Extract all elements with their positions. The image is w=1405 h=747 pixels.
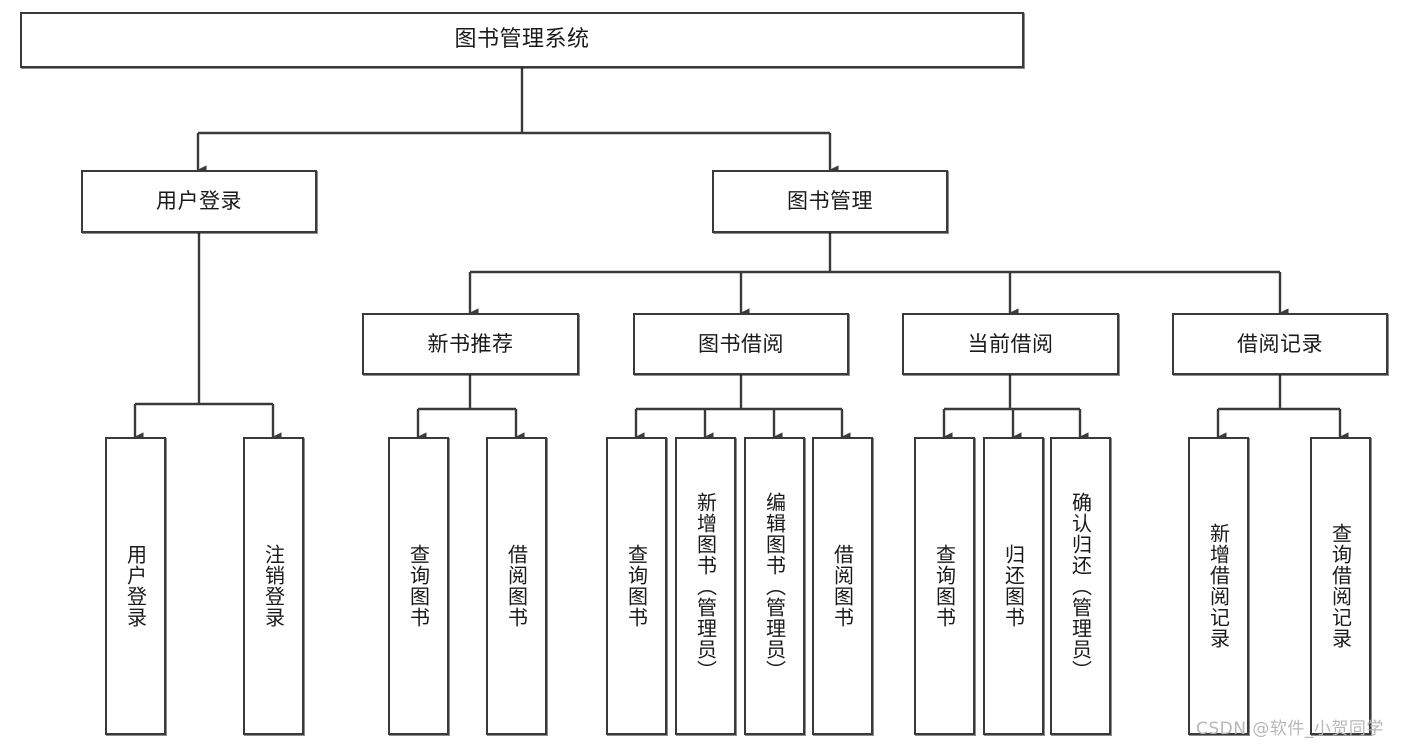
node-label: 借阅图书 (504, 544, 529, 628)
node-label: 图书管理系统 (454, 27, 590, 53)
node-bookmgmt[interactable]: 图书管理 (712, 170, 948, 233)
node-leaf-borrow-2[interactable]: 新增图书（管理员） (675, 437, 736, 735)
node-label: 用户登录 (156, 189, 242, 214)
node-leaf-cur-1[interactable]: 查询图书 (914, 437, 975, 735)
node-leaf-new-1[interactable]: 查询图书 (388, 437, 449, 735)
csdn-watermark: CSDN @软件_小贺同学 (1196, 719, 1384, 739)
connector-paths (133, 68, 1349, 442)
node-label: 借阅记录 (1237, 331, 1323, 356)
node-records[interactable]: 借阅记录 (1172, 313, 1388, 375)
node-leaf-borrow-3[interactable]: 编辑图书（管理员） (744, 437, 805, 735)
node-label: 确认归还（管理员） (1068, 491, 1093, 681)
node-root[interactable]: 图书管理系统 (20, 12, 1024, 68)
node-leaf-cur-2[interactable]: 归还图书 (983, 437, 1044, 735)
node-label: 新增借阅记录 (1206, 523, 1231, 649)
node-current[interactable]: 当前借阅 (902, 313, 1119, 375)
node-label: 查询图书 (624, 544, 649, 628)
node-leaf-borrow-1[interactable]: 查询图书 (606, 437, 667, 735)
node-leaf-login-2[interactable]: 注销登录 (243, 437, 304, 735)
node-leaf-borrow-4[interactable]: 借阅图书 (812, 437, 873, 735)
node-newbook[interactable]: 新书推荐 (362, 313, 579, 375)
node-label: 查询图书 (932, 544, 957, 628)
node-label: 注销登录 (261, 544, 286, 628)
node-label: 查询借阅记录 (1328, 523, 1353, 649)
node-label: 图书管理 (787, 189, 873, 214)
node-leaf-rec-2[interactable]: 查询借阅记录 (1310, 437, 1371, 735)
node-leaf-cur-3[interactable]: 确认归还（管理员） (1050, 437, 1111, 735)
node-label: 编辑图书（管理员） (762, 491, 787, 681)
node-label: 当前借阅 (967, 331, 1054, 356)
node-label: 新增图书（管理员） (693, 491, 718, 681)
node-borrow[interactable]: 图书借阅 (633, 313, 849, 375)
node-leaf-login-1[interactable]: 用户登录 (105, 437, 166, 735)
node-label: 用户登录 (123, 544, 148, 628)
node-leaf-new-2[interactable]: 借阅图书 (486, 437, 547, 735)
node-label: 图书借阅 (698, 331, 784, 356)
node-label: 归还图书 (1001, 544, 1026, 628)
node-leaf-rec-1[interactable]: 新增借阅记录 (1188, 437, 1249, 735)
node-label: 新书推荐 (427, 331, 514, 356)
node-login[interactable]: 用户登录 (81, 170, 317, 233)
node-label: 借阅图书 (830, 544, 855, 628)
node-label: 查询图书 (406, 544, 431, 628)
